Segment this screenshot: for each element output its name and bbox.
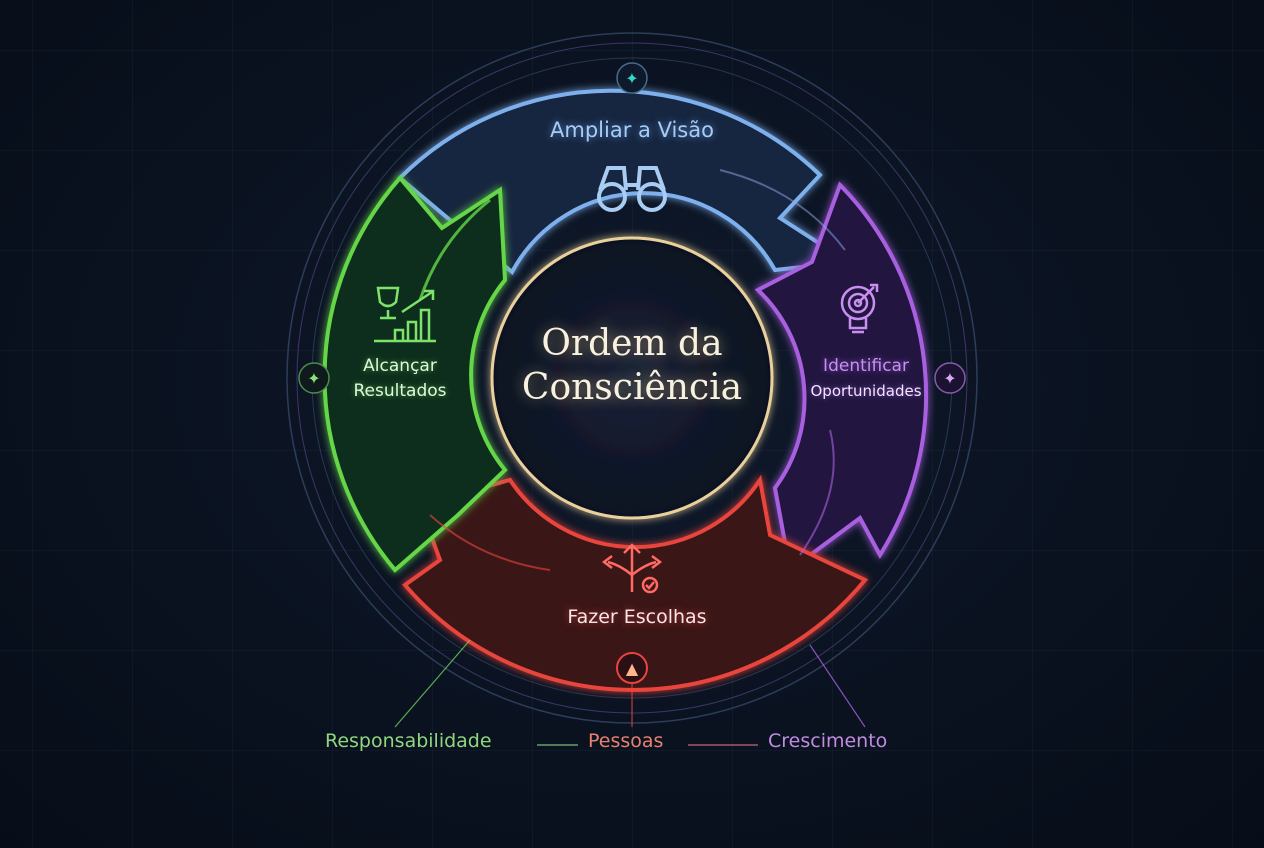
segment-top-label: Ampliar a Visão (550, 118, 714, 142)
legend-item-crescimento: Crescimento (768, 730, 888, 752)
segment-left-label-line2: Resultados (353, 381, 447, 401)
center-circle (490, 236, 774, 520)
node-bottom[interactable]: ▲ (616, 652, 648, 684)
segment-right-label: Identificar Oportunidades (810, 354, 921, 404)
segment-bottom[interactable] (402, 474, 869, 692)
sparkle-icon: ✦ (307, 369, 320, 388)
center-title-line2: Consciência (521, 367, 743, 408)
segment-left[interactable] (322, 174, 508, 573)
center-title: Ordem da Consciência (522, 322, 742, 410)
node-top[interactable]: ✦ (616, 62, 648, 94)
legend-item-pessoas: Pessoas (588, 730, 664, 752)
segment-right-label-line2: Oportunidades (810, 382, 922, 400)
segment-bottom-label: Fazer Escolhas (567, 606, 707, 628)
legend-item-responsabilidade: Responsabilidade (325, 730, 492, 752)
binoculars-icon (597, 166, 667, 212)
sparkle-icon: ✦ (625, 69, 638, 88)
legend: Responsabilidade Pessoas Crescimento (0, 730, 1264, 760)
node-left[interactable]: ✦ (298, 362, 330, 394)
segment-right[interactable] (754, 181, 929, 574)
center-title-line1: Ordem da (541, 323, 723, 364)
segment-left-label-line1: Alcançar (363, 356, 437, 376)
node-right[interactable]: ✦ (934, 362, 966, 394)
segment-left-label: Alcançar Resultados (354, 354, 447, 404)
trophy-growth-chart-icon (374, 286, 436, 343)
branching-arrows-check-icon (601, 543, 663, 594)
target-lightbulb-icon (840, 283, 879, 334)
segment-right-label-line1: Identificar (823, 356, 909, 376)
arrow-up-icon: ▲ (626, 659, 639, 678)
sparkle-icon: ✦ (943, 369, 956, 388)
